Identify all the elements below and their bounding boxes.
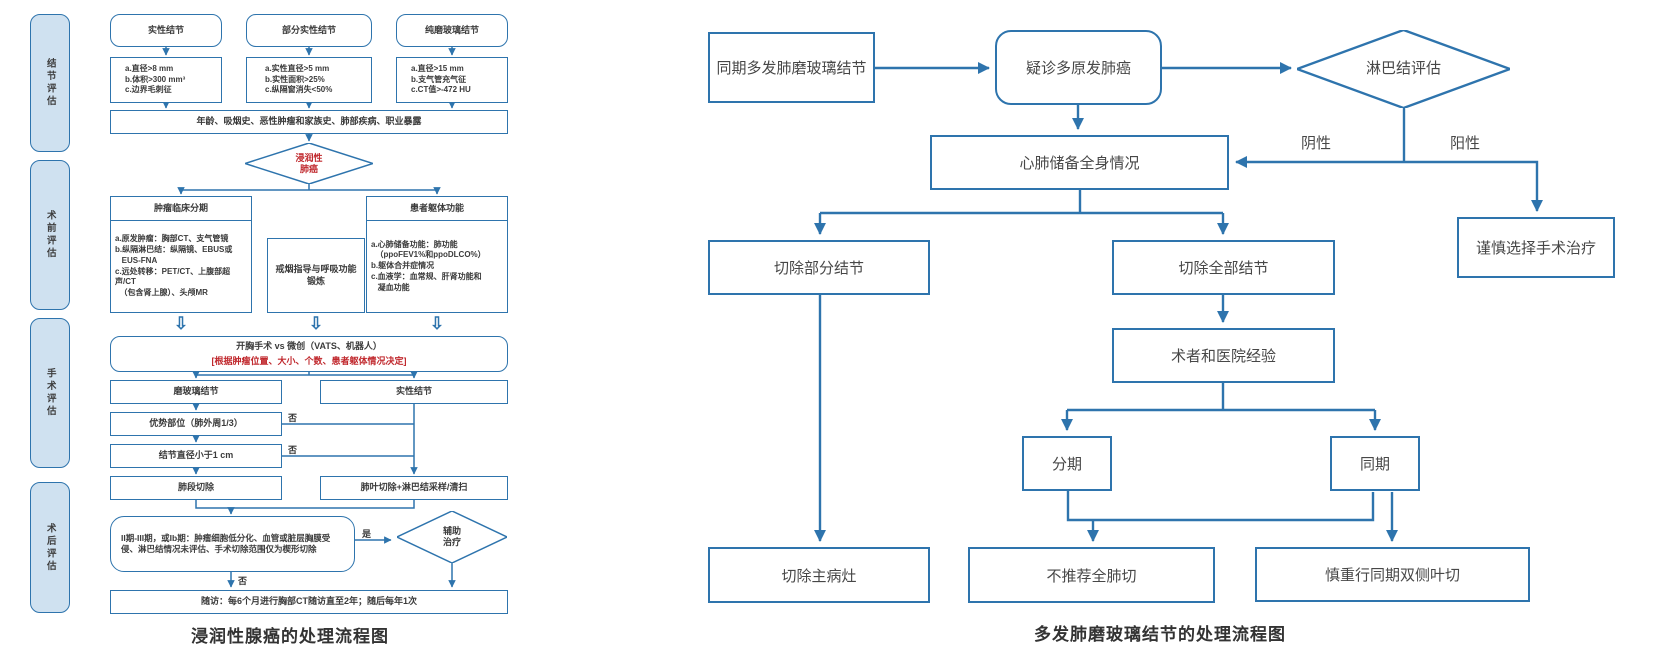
node-favorable-location: 优势部位（肺外周1/3） xyxy=(110,412,282,436)
node-solid-branch: 实性结节 xyxy=(320,380,508,404)
node-simultaneous: 同期 xyxy=(1330,436,1420,491)
diamond-adjuvant-therapy: 辅助 治疗 xyxy=(397,511,507,563)
node-part-solid-nodule: 部分实性结节 xyxy=(246,14,372,47)
sidebar-stage-preop-eval: 术前评估 xyxy=(30,160,70,310)
node-clinical-staging-detail: a.原发肿瘤：胸部CT、支气管镜 b.纵隔淋巴结：纵隔镜、EBUS或 EUS-F… xyxy=(110,220,252,313)
diamond-lymph-node-eval: 淋巴结评估 xyxy=(1297,30,1510,108)
block-down-arrow-icon: ⇩ xyxy=(429,314,445,333)
node-nodule-size: 结节直径小于1 cm xyxy=(110,444,282,468)
node-suspected-multiprimary: 疑诊多原发肺癌 xyxy=(995,30,1162,105)
block-down-arrow-icon: ⇩ xyxy=(308,314,324,333)
node-bilateral-lobectomy: 慎重行同期双侧叶切 xyxy=(1255,547,1530,602)
node-resect-partial-nodules: 切除部分结节 xyxy=(708,240,930,295)
node-staged: 分期 xyxy=(1022,436,1112,491)
node-multiple-ggo-start: 同期多发肺磨玻璃结节 xyxy=(708,32,875,103)
node-smoking-cessation: 戒烟指导与呼吸功能锻炼 xyxy=(267,238,365,313)
sidebar-stage-nodule-eval: 结节评估 xyxy=(30,14,70,152)
node-solid-criteria: a.直径>8 mm b.体积>300 mm³ c.边界毛刺征 xyxy=(110,57,222,103)
sidebar-label: 结节评估 xyxy=(44,58,56,108)
node-lobectomy: 肺叶切除+淋巴结采样/清扫 xyxy=(320,476,508,500)
right-chart-caption: 多发肺磨玻璃结节的处理流程图 xyxy=(1034,625,1286,644)
diamond-invasive-cancer: 浸润性 肺癌 xyxy=(245,143,373,184)
diamond-adjuvant-therapy-label: 辅助 治疗 xyxy=(442,526,461,547)
block-down-arrow-icon: ⇩ xyxy=(173,314,189,333)
node-risk-factors: 年龄、吸烟史、恶性肿瘤和家族史、肺部疾病、职业暴露 xyxy=(110,110,508,134)
diamond-lymph-node-eval-label: 淋巴结评估 xyxy=(1365,60,1441,77)
sidebar-stage-postop-eval: 术后评估 xyxy=(30,482,70,613)
left-chart-caption: 浸润性腺癌的处理流程图 xyxy=(191,627,389,646)
node-cardiopulmonary-reserve: 心肺储备全身情况 xyxy=(930,135,1229,190)
node-ggo-criteria: a.直径>15 mm b.支气管充气征 c.CT值>-472 HU xyxy=(396,57,508,103)
node-followup: 随访：每6个月进行胸部CT随访直至2年；随后每年1次 xyxy=(110,590,508,614)
diamond-invasive-cancer-label: 浸润性 肺癌 xyxy=(295,152,323,174)
node-segmentectomy: 肺段切除 xyxy=(110,476,282,500)
node-cautious-surgery: 谨慎选择手术治疗 xyxy=(1457,217,1615,278)
sidebar-label: 手术评估 xyxy=(44,368,56,418)
node-ggo-branch: 磨玻璃结节 xyxy=(110,380,282,404)
node-adjuvant-criteria: II期-III期，或Ib期：肿瘤细胞低分化、血管或脏层胸膜受侵、淋巴结情况未评估… xyxy=(110,516,355,572)
sidebar-label: 术前评估 xyxy=(44,210,56,260)
edge-label-yes: 是 xyxy=(362,529,372,539)
edge-label-positive: 阳性 xyxy=(1449,135,1480,152)
node-no-pneumonectomy: 不推荐全肺切 xyxy=(968,547,1215,603)
node-fitness-title: 患者躯体功能 xyxy=(366,196,508,222)
node-fitness-detail: a.心肺储备功能：肺功能 （ppoFEV1%和ppoDLCO%） b.躯体合并症… xyxy=(366,220,508,313)
edge-label-no: 否 xyxy=(238,576,248,586)
node-clinical-staging-title: 肿瘤临床分期 xyxy=(110,196,252,222)
edge-label-no: 否 xyxy=(288,445,298,455)
surgical-approach-note: [根据肿瘤位置、大小、个数、患者躯体情况决定] xyxy=(211,355,407,366)
node-pure-ggo-nodule: 纯磨玻璃结节 xyxy=(396,14,508,47)
node-resect-all-nodules: 切除全部结节 xyxy=(1112,240,1335,295)
sidebar-label: 术后评估 xyxy=(44,522,56,573)
node-surgical-approach: 开胸手术 vs 微创（VATS、机器人） [根据肿瘤位置、大小、个数、患者躯体情… xyxy=(110,336,508,372)
node-part-solid-criteria: a.实性直径>5 mm b.实性面积>25% c.纵隔窗消失<50% xyxy=(246,57,372,103)
node-surgeon-hospital-experience: 术者和医院经验 xyxy=(1112,328,1335,383)
sidebar-stage-surgery-eval: 手术评估 xyxy=(30,318,70,468)
node-resect-main-lesion: 切除主病灶 xyxy=(708,547,930,603)
edge-label-no: 否 xyxy=(288,413,298,423)
edge-label-negative: 阴性 xyxy=(1300,135,1331,152)
node-solid-nodule: 实性结节 xyxy=(110,14,222,47)
surgical-approach-main: 开胸手术 vs 微创（VATS、机器人） xyxy=(236,341,382,352)
